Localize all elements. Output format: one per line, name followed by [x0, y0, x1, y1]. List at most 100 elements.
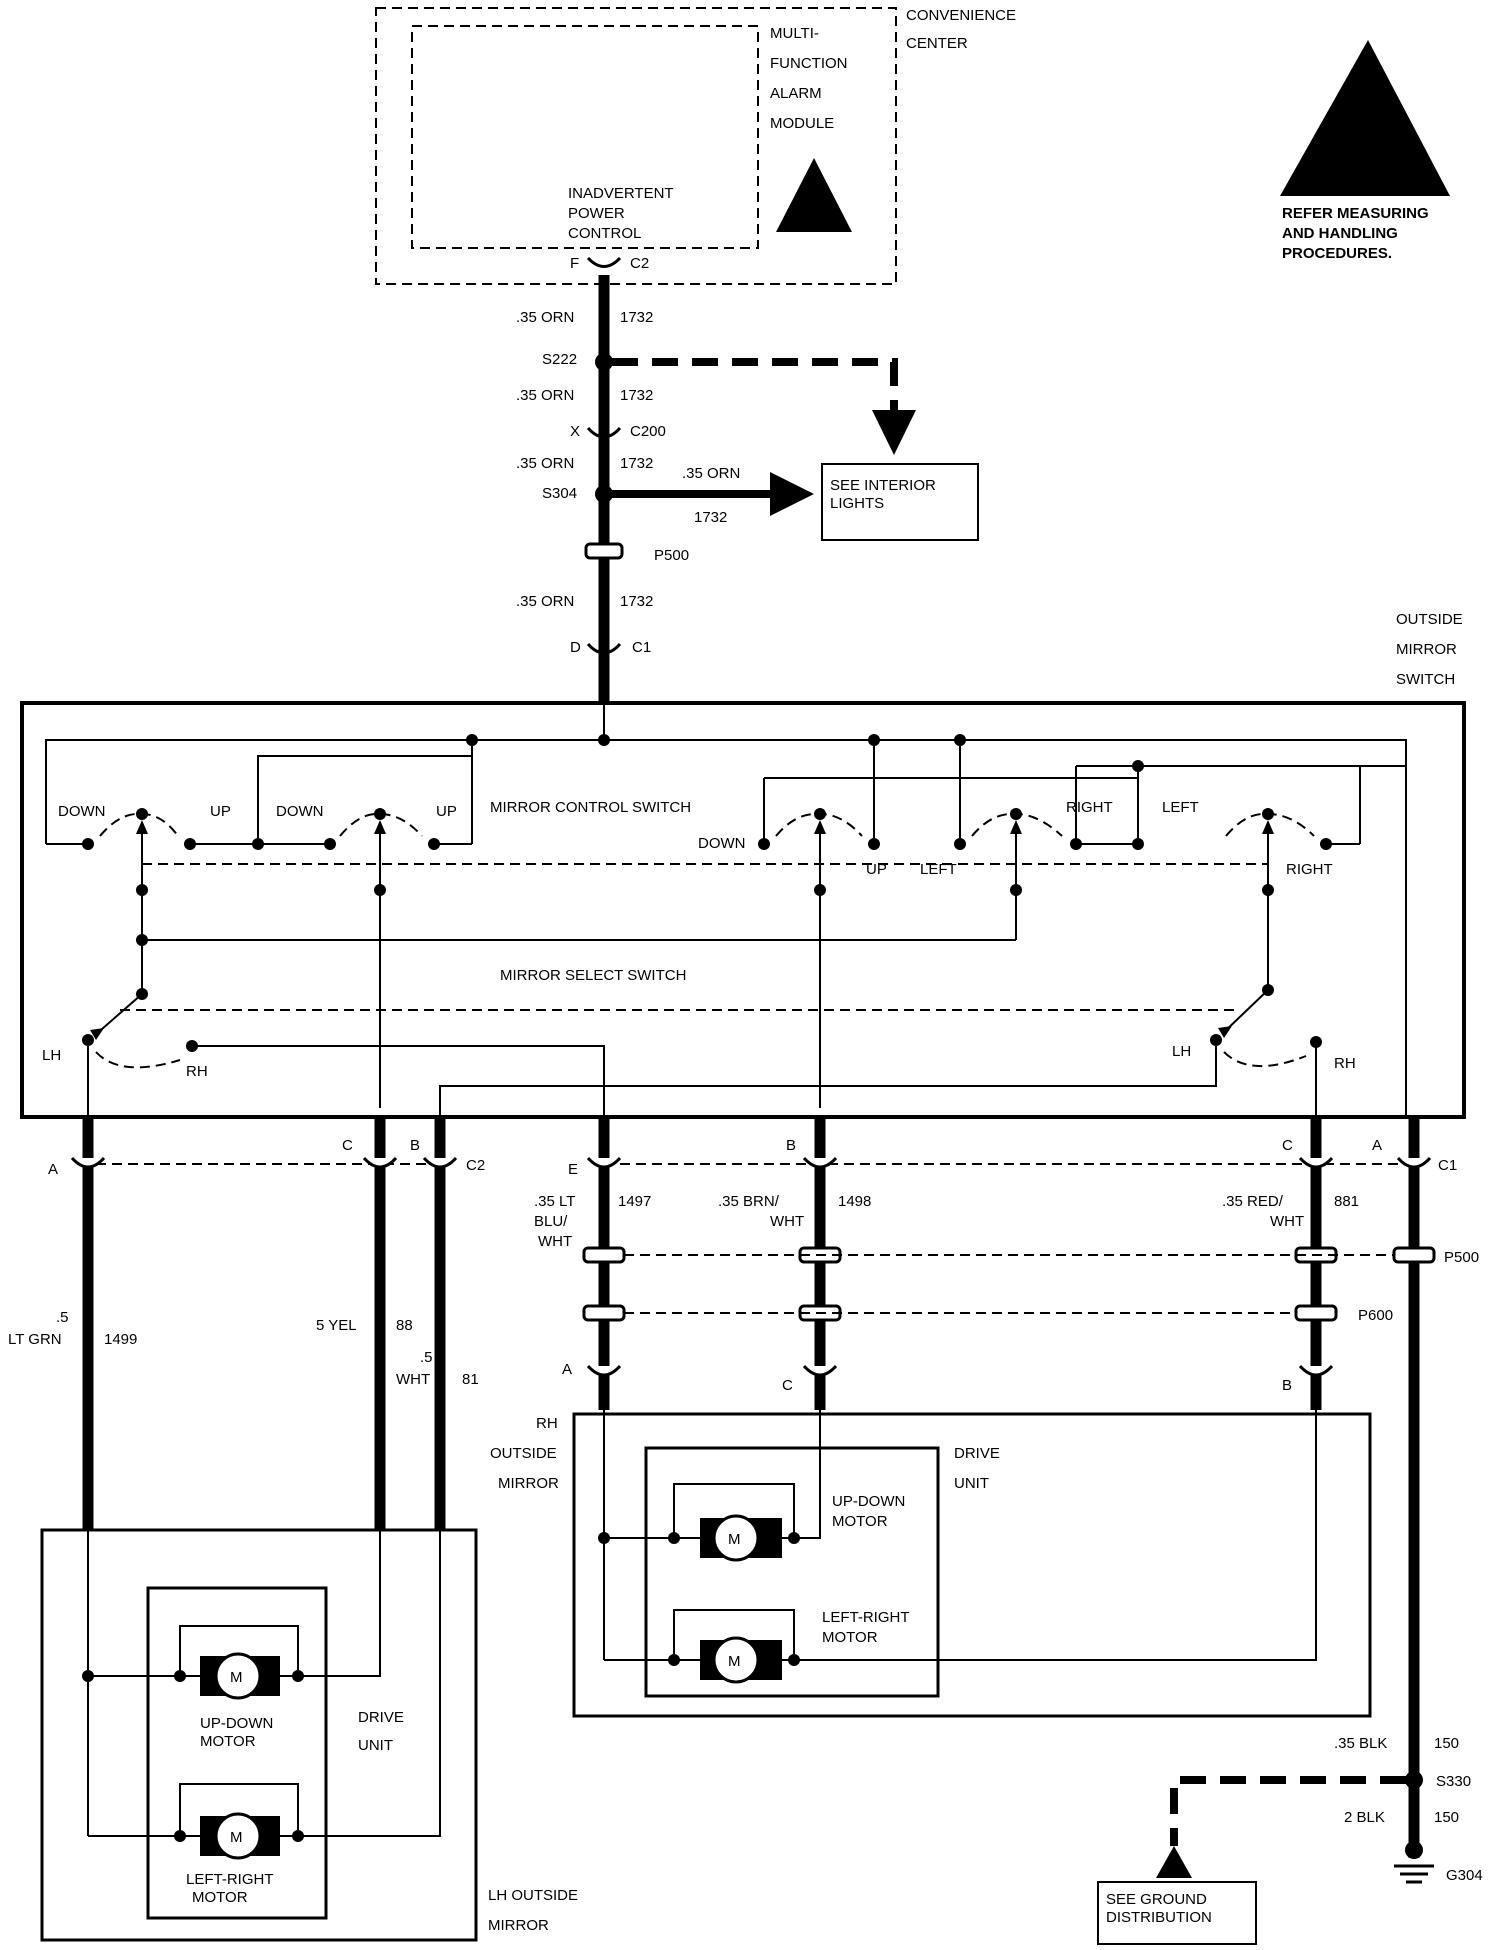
actuator-arrow — [1262, 820, 1274, 834]
lh-mirror-box — [40, 1528, 478, 1942]
inadvertent-label-1: INADVERTENT — [568, 185, 674, 202]
lh-ud-label-2: MOTOR — [200, 1733, 256, 1750]
label-right-2: RIGHT — [1286, 861, 1333, 878]
inadvertent-label-2: POWER — [568, 205, 625, 222]
contact — [814, 884, 826, 896]
esd-note-1: REFER MEASURING — [1282, 205, 1429, 222]
alarm-module-box — [411, 25, 759, 249]
pin-d: D — [570, 639, 581, 656]
label-left-1: LEFT — [920, 861, 957, 878]
wire-circuit-4: 1732 — [620, 593, 653, 610]
splice-s304-label: S304 — [542, 485, 577, 502]
contact — [1010, 884, 1022, 896]
pin-x: X — [570, 423, 580, 440]
lt-blu-3: WHT — [538, 1233, 572, 1250]
dashed-to-arrow — [612, 358, 898, 410]
rh-ud-label-2: MOTOR — [832, 1513, 888, 1530]
wire — [257, 755, 472, 844]
cap-loop — [673, 1483, 795, 1538]
wire-gauge-3: .35 ORN — [516, 455, 574, 472]
pin-a-left: A — [48, 1161, 58, 1178]
connector-c1-top — [586, 642, 622, 655]
contact — [374, 808, 386, 820]
esd-warning-icon — [1280, 40, 1450, 196]
cap-loop — [179, 1783, 299, 1836]
wire-gauge-2: .35 ORN — [516, 387, 574, 404]
blk2-num: 150 — [1434, 1809, 1459, 1826]
g304-label: G304 — [1446, 1867, 1483, 1884]
actuator-arrow — [374, 820, 386, 834]
junction — [598, 734, 610, 746]
rh-drive-1: DRIVE — [954, 1445, 1000, 1462]
convenience-center-label-2: CENTER — [906, 35, 968, 52]
splice-s330-label: S330 — [1436, 1773, 1471, 1790]
module-label-2: FUNCTION — [770, 55, 848, 72]
mirror-select-label: MIRROR SELECT SWITCH — [500, 967, 686, 984]
contact — [758, 838, 770, 850]
wht-num: 81 — [462, 1371, 479, 1388]
wire-circuit-2: 1732 — [620, 387, 653, 404]
pin-a-rh: A — [562, 1361, 572, 1378]
convenience-center-box — [375, 7, 897, 285]
contact — [1310, 1036, 1322, 1048]
label-left-2: LEFT — [1162, 799, 1199, 816]
switch-arc — [339, 812, 423, 837]
contact — [1262, 884, 1274, 896]
motor-m: M — [728, 1531, 741, 1548]
inadvertent-label-3: CONTROL — [568, 225, 641, 242]
rh-mirror-1: RH — [536, 1415, 558, 1432]
connector-c200 — [586, 426, 622, 439]
grn-2: LT GRN — [8, 1331, 62, 1348]
inline-connectors — [582, 1246, 1436, 1322]
grn-1: .5 — [56, 1309, 69, 1326]
label-up-1: UP — [210, 803, 231, 820]
rh-lr-label-1: LEFT-RIGHT — [822, 1609, 910, 1626]
grn-num: 1499 — [104, 1331, 137, 1348]
contact — [82, 838, 94, 850]
label-up-3: UP — [866, 861, 887, 878]
select-arc — [1223, 1051, 1307, 1067]
connector-c200-label: C200 — [630, 423, 666, 440]
yel: 5 YEL — [316, 1317, 357, 1334]
down-arrow — [872, 410, 916, 455]
mirror-control-label: MIRROR CONTROL SWITCH — [490, 799, 691, 816]
rh-lr-label-2: MOTOR — [822, 1629, 878, 1646]
lh-lr-motor — [214, 1812, 262, 1860]
oms-label-2: MIRROR — [1396, 641, 1457, 658]
pin-a-right: A — [1372, 1137, 1382, 1154]
splice-s304 — [595, 485, 613, 503]
see-ground-box — [1097, 1881, 1257, 1945]
contact — [252, 838, 264, 850]
connector-f-c2 — [586, 256, 622, 268]
lh-ud-motor — [214, 1652, 262, 1700]
red-num: 881 — [1334, 1193, 1359, 1210]
contact — [374, 884, 386, 896]
lt-blu-1: .35 LT — [534, 1193, 575, 1210]
switch-arc — [1225, 812, 1315, 837]
p500-top — [584, 542, 624, 560]
lh-drive-2: UNIT — [358, 1737, 393, 1754]
brn-2: WHT — [770, 1213, 804, 1230]
brn-1: .35 BRN/ — [718, 1193, 780, 1210]
oms-label-3: SWITCH — [1396, 671, 1455, 688]
see-interior-box — [821, 463, 979, 541]
rh-mirror-box — [572, 1412, 1372, 1718]
motor-m: M — [728, 1653, 741, 1670]
esd-note-2: AND HANDLING — [1282, 225, 1398, 242]
pin-e: E — [568, 1161, 578, 1178]
interior-circuit: 1732 — [694, 509, 727, 526]
p500-top-label: P500 — [654, 547, 689, 564]
pin-c-rh: C — [782, 1377, 793, 1394]
p600-label: P600 — [1358, 1307, 1393, 1324]
wire — [326, 1530, 381, 1677]
contact — [1210, 1034, 1222, 1046]
contact — [954, 838, 966, 850]
wire-circuit-3: 1732 — [620, 455, 653, 472]
connector-c2: C2 — [466, 1157, 485, 1174]
rh-drive-2: UNIT — [954, 1475, 989, 1492]
splice-s222 — [595, 353, 613, 371]
select-arc — [95, 1051, 181, 1069]
label-up-2: UP — [436, 803, 457, 820]
see-ground-2: DISTRIBUTION — [1106, 1909, 1212, 1926]
